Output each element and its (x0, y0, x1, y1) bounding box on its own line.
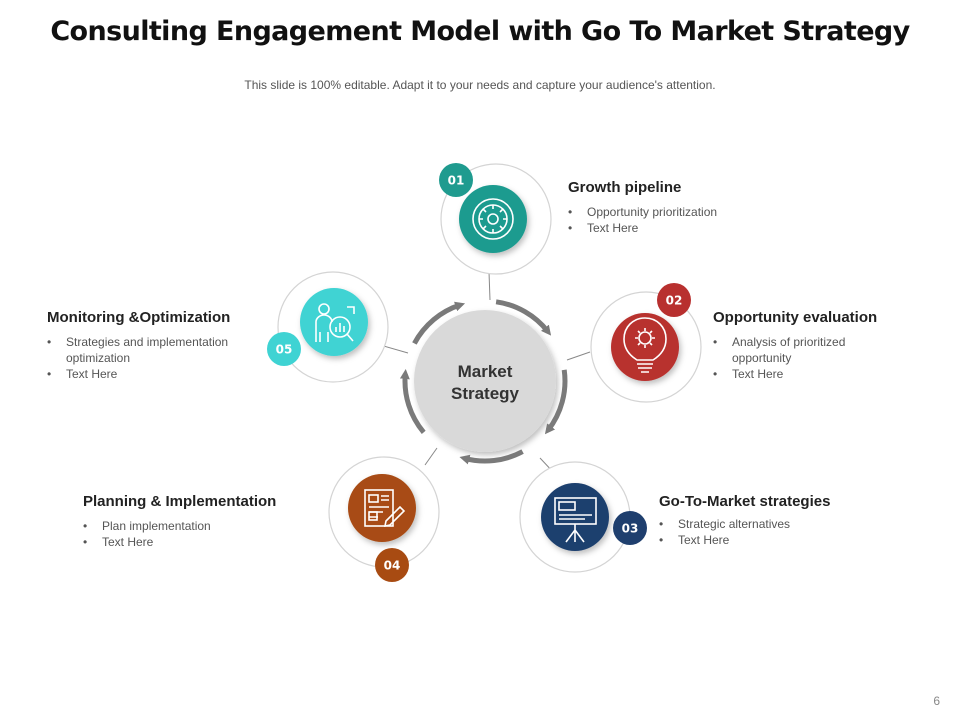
step-05-icon-circle (300, 288, 368, 356)
center-arrow-arc-1 (495, 299, 552, 336)
step-05: 05 (267, 271, 389, 383)
lightbulb-gear-icon (623, 317, 667, 373)
center-node: Market Strategy (414, 310, 556, 452)
center-arrow-arc-2 (544, 369, 568, 435)
step-04-heading: Planning & Implementation (83, 493, 277, 510)
gear-ring-icon (472, 198, 514, 240)
step-03-number: 03 (622, 522, 639, 536)
person-magnifier-icon (315, 303, 355, 342)
step-01: 01 (439, 163, 552, 275)
step-02-number-badge (657, 283, 691, 317)
step-04-bullet-2: Text Here (83, 534, 283, 550)
step-01-bullet-1: Opportunity prioritization (568, 204, 768, 220)
step-03-heading: Go-To-Market strategies (659, 493, 831, 510)
step-03-number-badge (613, 511, 647, 545)
step-05-number: 05 (276, 343, 293, 357)
step-03-bullet-1: Strategic alternatives (659, 516, 859, 532)
presentation-board-icon (554, 497, 597, 543)
step-05-number-badge (267, 332, 301, 366)
connector-01 (488, 271, 491, 301)
center-arrow-arc-5 (412, 301, 466, 345)
center-line2: Strategy (451, 384, 520, 403)
step-05-bullet-1: Strategies and implementation optimizati… (47, 334, 257, 366)
step-01-icon-circle (459, 185, 527, 253)
step-04-number: 04 (384, 559, 401, 573)
step-02-number: 02 (666, 294, 683, 308)
step-05-bullets: Strategies and implementation optimizati… (47, 334, 257, 382)
step-02-bullet-1: Analysis of prioritized opportunity (713, 334, 873, 366)
step-02: 02 (590, 283, 702, 403)
step-03: 03 (519, 461, 647, 573)
step-03-icon-circle (541, 483, 609, 551)
center-line1: Market (458, 362, 513, 381)
step-03-bullet-2: Text Here (659, 532, 859, 548)
center-arrow-ring (399, 299, 568, 465)
connector-02 (566, 351, 591, 361)
step-04-bullets: Plan implementation Text Here (83, 518, 283, 550)
step-01-bullet-2: Text Here (568, 220, 768, 236)
step-04-bullet-1: Plan implementation (83, 518, 283, 534)
step-01-number: 01 (448, 174, 465, 188)
step-01-heading: Growth pipeline (568, 179, 682, 196)
center-arrow-arc-4 (399, 369, 426, 435)
step-05-bullet-2: Text Here (47, 366, 257, 382)
center-circle (414, 310, 556, 452)
page-title: Consulting Engagement Model with Go To M… (50, 16, 910, 47)
connector-04 (424, 447, 438, 466)
step-04-icon-circle (348, 474, 416, 542)
center-arrow-arc-3 (459, 449, 524, 465)
step-05-heading: Monitoring &Optimization (47, 309, 231, 326)
page-subtitle: This slide is 100% editable. Adapt it to… (244, 78, 716, 92)
step-03-bullets: Strategic alternatives Text Here (659, 516, 859, 548)
step-02-heading: Opportunity evaluation (713, 309, 878, 326)
step-02-bullets: Analysis of prioritized opportunity Text… (713, 334, 873, 382)
document-pen-icon (364, 489, 406, 528)
step-02-bullet-2: Text Here (713, 366, 873, 382)
step-04-number-badge (375, 548, 409, 582)
step-01-number-badge (439, 163, 473, 197)
page-number: 6 (933, 694, 940, 708)
step-04: 04 (328, 456, 440, 582)
step-01-bullets: Opportunity prioritization Text Here (568, 204, 768, 236)
